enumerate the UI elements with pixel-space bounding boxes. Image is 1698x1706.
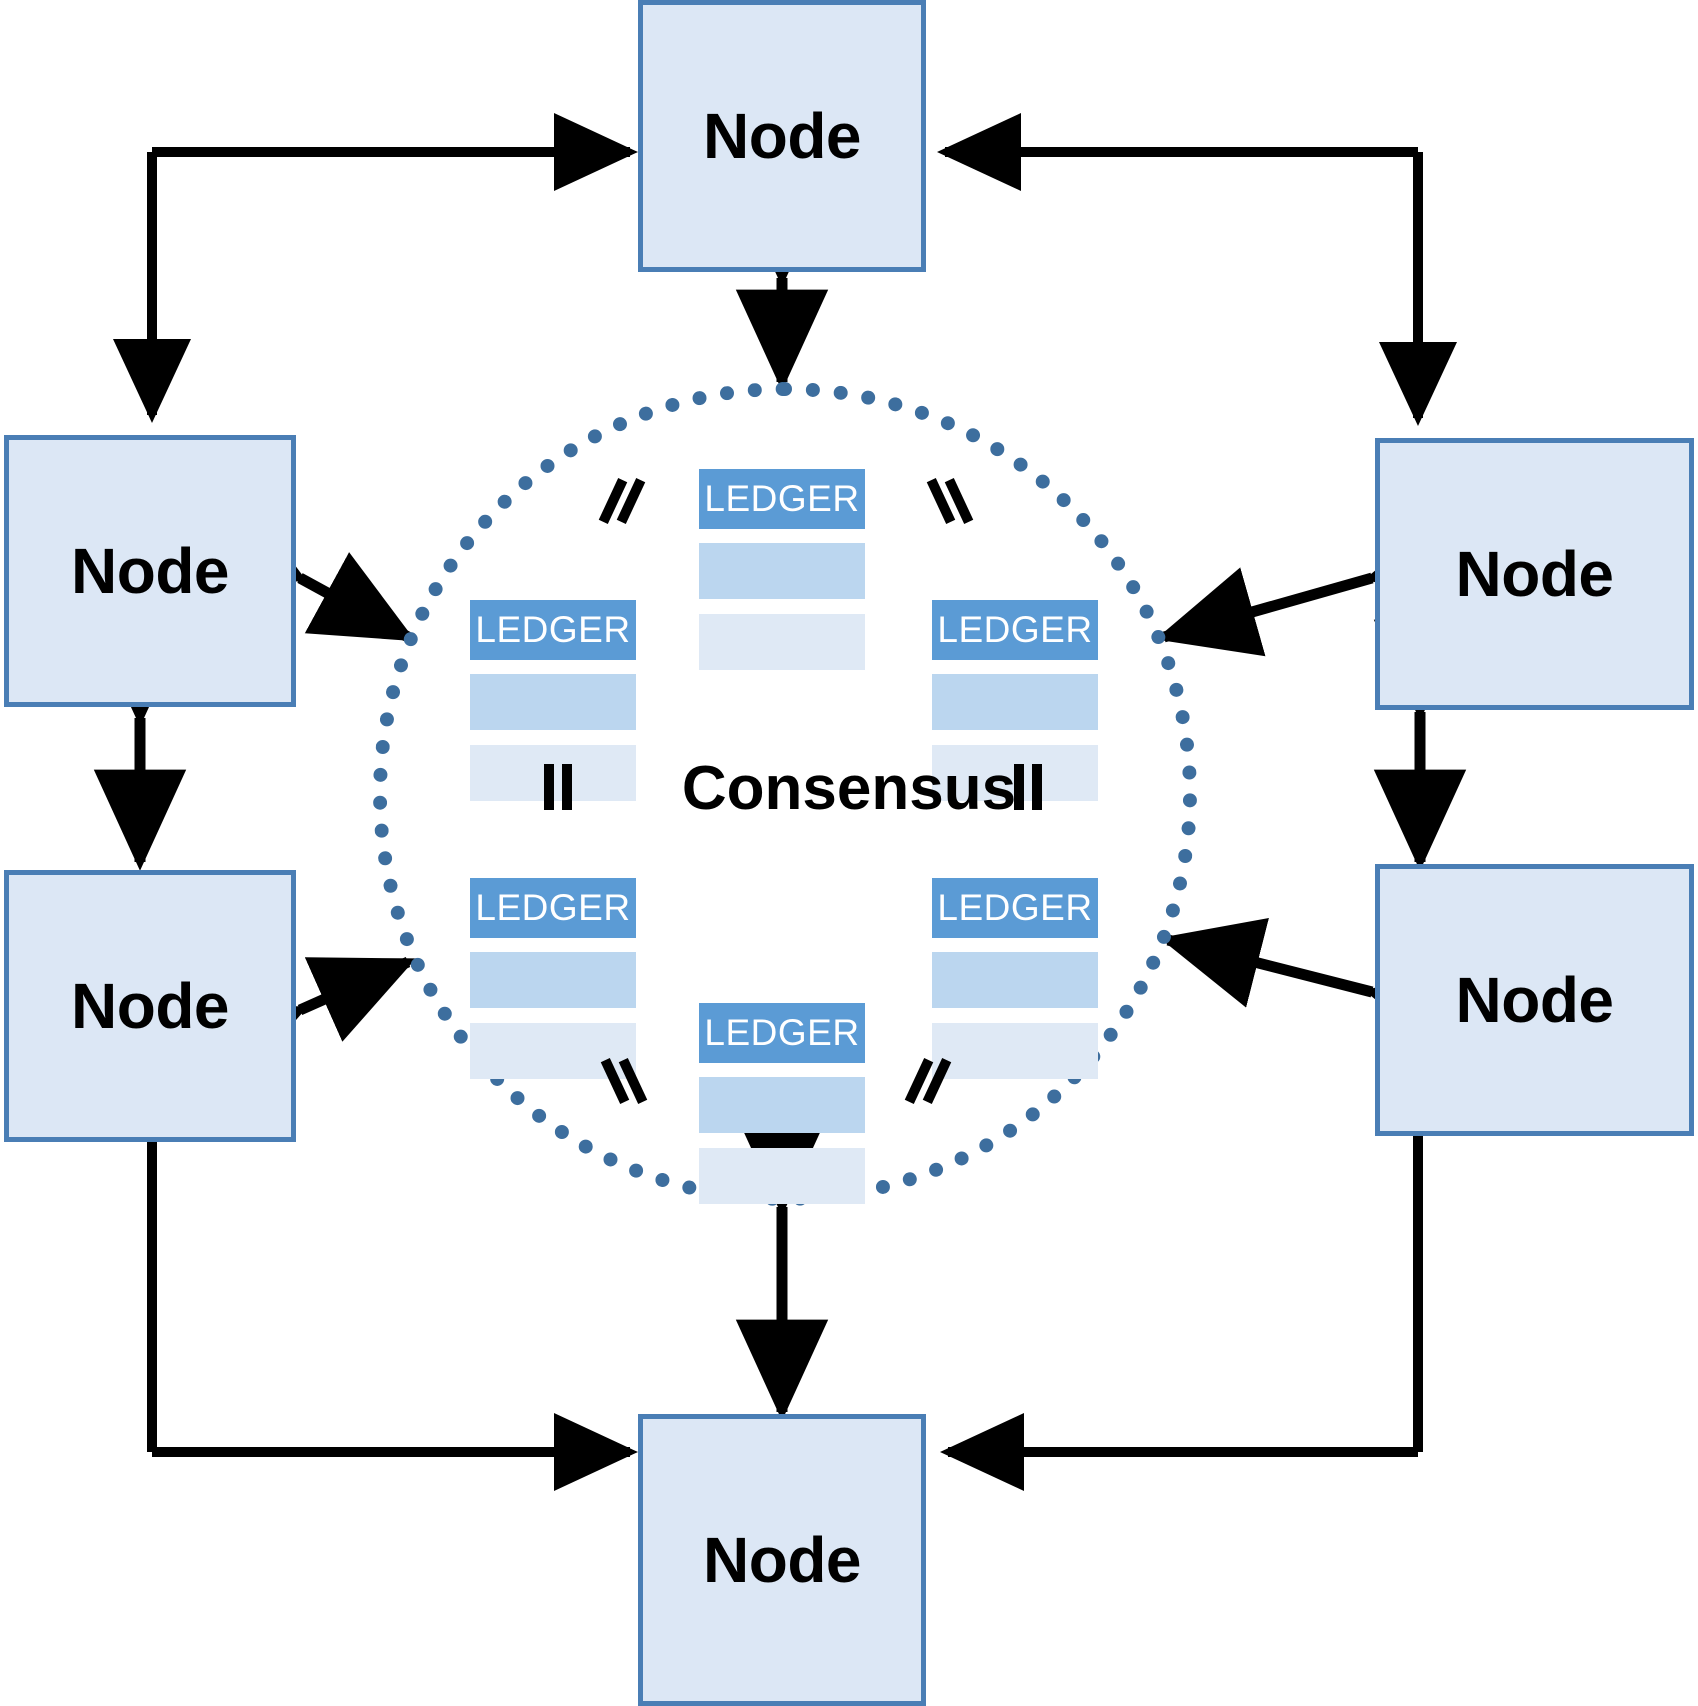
equality-mark-top-right <box>926 478 976 524</box>
node-box-top[interactable]: Node <box>638 0 926 272</box>
node-box-right-upper[interactable]: Node <box>1375 438 1694 710</box>
equality-mark-mid-right <box>1008 764 1054 810</box>
ledger-row-block <box>699 1148 865 1204</box>
equality-mark-bottom-right <box>904 1058 954 1104</box>
ledger-header: LEDGER <box>470 600 636 660</box>
ledger-row-block <box>470 952 636 1008</box>
consensus-label-row: Consensus <box>0 758 1698 820</box>
node-label: Node <box>71 535 230 607</box>
node-box-bottom[interactable]: Node <box>638 1414 926 1706</box>
node-box-left-lower[interactable]: Node <box>4 870 296 1142</box>
consensus-label: Consensus <box>681 754 1017 823</box>
ledger-card-top[interactable]: LEDGER <box>699 469 865 670</box>
ledger-header: LEDGER <box>470 878 636 938</box>
node-label: Node <box>703 100 862 172</box>
equality-mark-top-left <box>598 478 648 524</box>
node-box-left-upper[interactable]: Node <box>4 435 296 707</box>
equality-mark-mid-left <box>538 764 584 810</box>
ledger-card-bottom[interactable]: LEDGER <box>699 1003 865 1204</box>
ledger-header: LEDGER <box>932 878 1098 938</box>
node-box-right-lower[interactable]: Node <box>1375 864 1694 1136</box>
ledger-row-block <box>932 952 1098 1008</box>
node-label: Node <box>1455 964 1615 1036</box>
ledger-header: LEDGER <box>699 469 865 529</box>
ledger-header: LEDGER <box>932 600 1098 660</box>
ledger-row-block <box>470 674 636 730</box>
ledger-row-block <box>932 1023 1098 1079</box>
ledger-row-block <box>699 1077 865 1133</box>
ledger-row-block <box>699 614 865 670</box>
ledger-card-left-lower[interactable]: LEDGER <box>470 878 636 1079</box>
ledger-row-block <box>699 543 865 599</box>
ledger-card-right-lower[interactable]: LEDGER <box>932 878 1098 1079</box>
ledger-row-block <box>932 674 1098 730</box>
equality-mark-bottom-left <box>600 1058 650 1104</box>
node-label: Node <box>71 970 230 1042</box>
ledger-header: LEDGER <box>699 1003 865 1063</box>
node-label: Node <box>1455 538 1615 610</box>
node-label: Node <box>703 1524 862 1596</box>
